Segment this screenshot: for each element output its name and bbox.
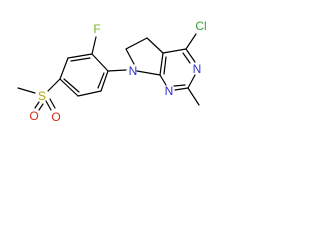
bond-s-methyl — [17, 87, 36, 94]
bond-s-o-lower-a — [45, 100, 52, 111]
sulfur-atom-label: S — [38, 89, 46, 103]
bond-c2-methyl — [187, 87, 200, 106]
bond-c1-n7 — [107, 69, 127, 72]
bond-s-o-upper-b — [38, 103, 44, 111]
molecule-structure: F N Cl N N S O O — [17, 19, 207, 124]
bond-c4-c5-inner — [63, 78, 80, 93]
chlorine-atom-label: Cl — [195, 19, 206, 33]
bond-c4-c5 — [59, 78, 79, 97]
pyrimidine-nitrogen-lower-label: N — [165, 84, 174, 98]
bond-c7a-c4a-inner — [163, 56, 167, 75]
bond-c2-n1 — [174, 87, 189, 91]
bond-c4-n3 — [185, 48, 196, 63]
bond-c4a-c4 — [162, 48, 187, 54]
bond-n3-c2 — [187, 74, 196, 89]
bond-c1-c2 — [91, 53, 109, 72]
bond-c6a-c5a — [125, 37, 148, 50]
bond-s-o-upper-a — [34, 101, 40, 109]
bond-c6-c1 — [100, 70, 109, 92]
bond-c2-c3 — [67, 53, 93, 59]
bond-c5a-c4a — [146, 37, 164, 54]
bond-c7a-c4a — [159, 52, 164, 76]
bond-c2-n1-inner — [173, 84, 186, 87]
bond-s-o-lower-b — [49, 98, 56, 109]
bond-c3-c4 — [59, 57, 69, 80]
bond-n1-c7a — [159, 74, 167, 86]
pyrimidine-nitrogen-upper-label: N — [193, 62, 202, 76]
bond-c4-n3-inner — [182, 52, 191, 64]
bond-c6-c1-inner — [97, 72, 105, 89]
bonds — [17, 33, 200, 111]
fluorine-atom-label: F — [93, 22, 100, 36]
bond-n7-c6a — [125, 48, 135, 65]
bond-c5-s — [47, 78, 61, 92]
atom-labels: F N Cl N N S O O — [29, 19, 206, 124]
sulfonyl-oxygen-upper-label: O — [29, 109, 38, 123]
bond-c5-c6 — [77, 90, 102, 97]
pyrroline-nitrogen-label: N — [129, 64, 138, 78]
bond-c2-f — [91, 36, 97, 55]
sulfonyl-oxygen-lower-label: O — [51, 110, 60, 124]
bond-c2-c3-inner — [70, 57, 91, 62]
bond-n7-c7a — [136, 70, 161, 76]
bond-c4-cl — [185, 33, 197, 50]
